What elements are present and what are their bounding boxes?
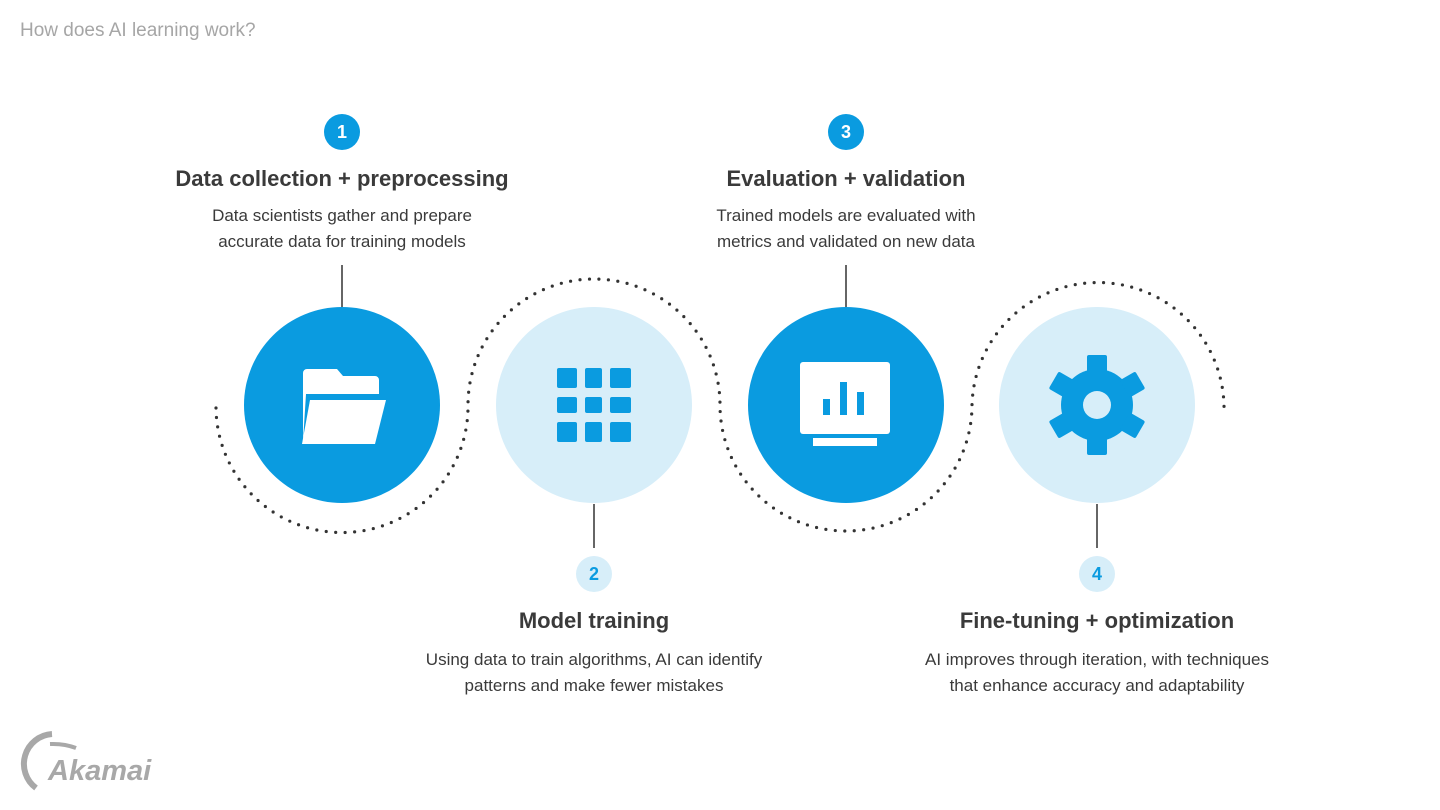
step-2-title: Model training	[518, 608, 670, 633]
folder-icon	[300, 369, 386, 444]
step-2-description: Using data to train algorithms, AI can i…	[384, 647, 804, 699]
step-3-description: Trained models are evaluated with metric…	[636, 203, 1056, 255]
step-4-description: AI improves through iteration, with tech…	[887, 647, 1307, 699]
step-1-description: Data scientists gather and prepare accur…	[132, 203, 552, 255]
step-4-badge: 4	[1079, 556, 1115, 592]
step-3-desc-line: Trained models are evaluated with	[716, 206, 976, 225]
step-3-title: Evaluation + validation	[726, 166, 966, 191]
logo-text: Akamai	[47, 755, 152, 787]
page-title: How does AI learning work?	[20, 20, 256, 41]
dotted-path	[214, 277, 1226, 535]
step-1-badge: 1	[324, 114, 360, 150]
step-2-desc-line: patterns and make fewer mistakes	[464, 676, 724, 695]
akamai-logo: Akamai	[20, 731, 152, 791]
step-4-desc-line: that enhance accuracy and adaptability	[949, 676, 1245, 695]
step-3-desc-line: metrics and validated on new data	[717, 232, 975, 251]
grid-icon	[557, 368, 631, 442]
monitor-chart-icon	[800, 362, 890, 446]
step-2-badge: 2	[576, 556, 612, 592]
step-2-desc-line: Using data to train algorithms, AI can i…	[425, 650, 763, 669]
step-1-desc-line: Data scientists gather and prepare	[212, 206, 472, 225]
step-3-badge: 3	[828, 114, 864, 150]
step-1-desc-line: accurate data for training models	[218, 232, 466, 251]
step-1-title: Data collection + preprocessing	[175, 166, 509, 191]
step-4-title: Fine-tuning + optimization	[959, 608, 1235, 633]
step-4-desc-line: AI improves through iteration, with tech…	[925, 650, 1269, 669]
gear-icon	[1049, 355, 1145, 455]
